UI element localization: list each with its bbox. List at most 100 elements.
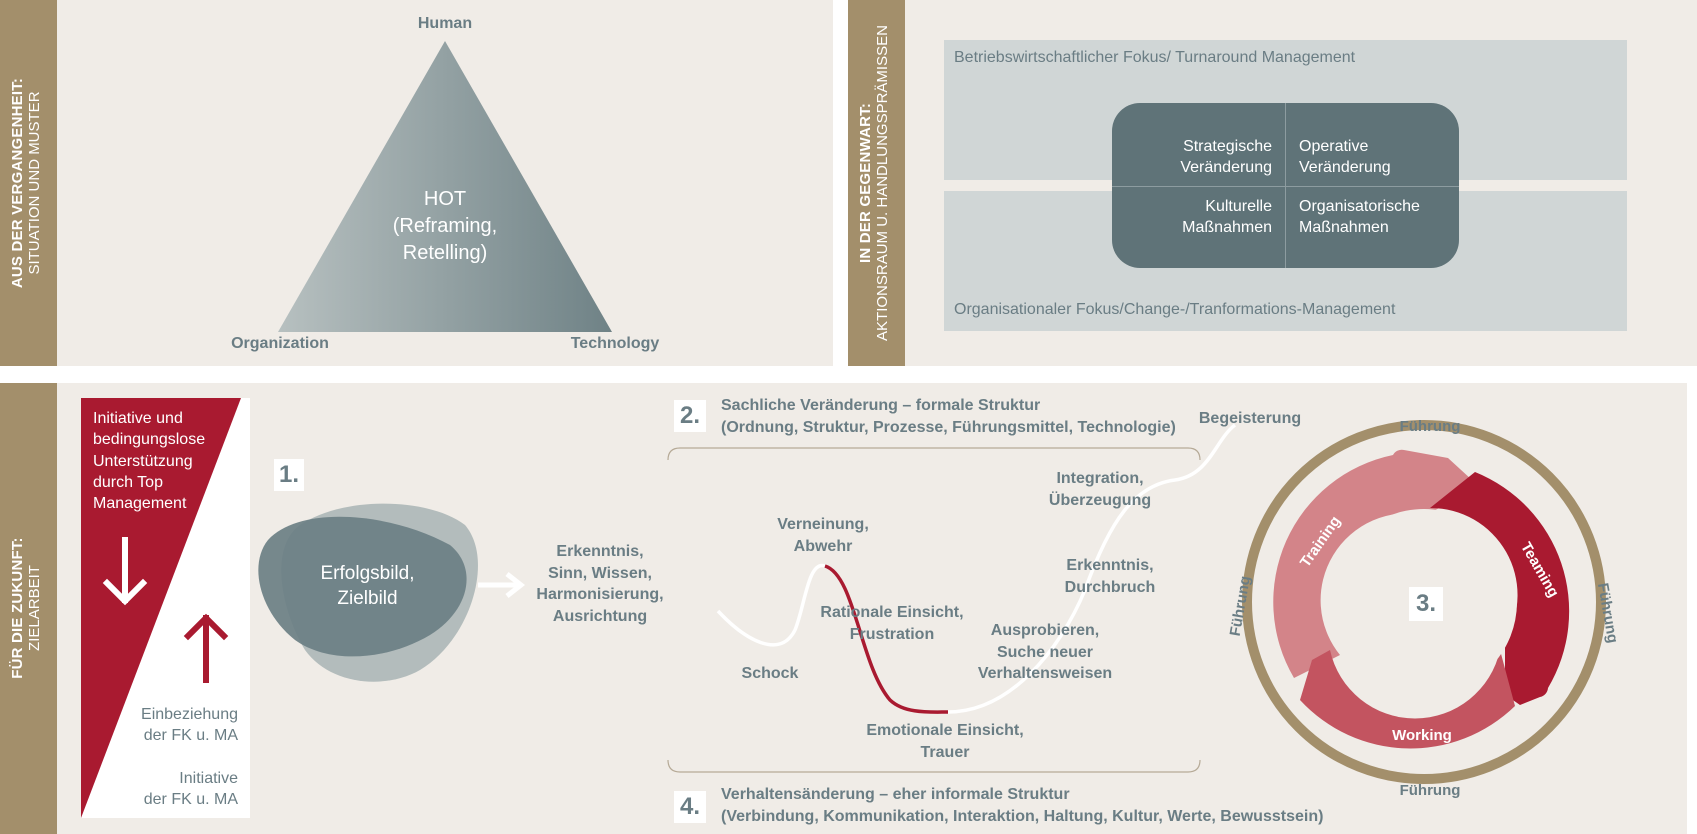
quadrant-top-left: Strategische Veränderung — [1122, 137, 1272, 179]
segment-working-label: Working — [1392, 727, 1452, 744]
arrow-down-icon — [102, 537, 148, 606]
integration-line-2: Überzeugung — [1048, 491, 1152, 509]
triangle-center-line-1: HOT — [423, 188, 467, 210]
curve-white-start — [716, 563, 826, 647]
result-line-4: Ausrichtung — [552, 607, 648, 625]
quadrant-bottom-right: Organisatorische Maßnahmen — [1299, 197, 1454, 239]
step-3-number: 3. — [1409, 587, 1443, 621]
initiative-line-1: Initiative — [179, 770, 238, 787]
curve-white-rise — [947, 423, 1237, 714]
quadrant-tl-line-1: Strategische — [1183, 138, 1272, 155]
top-management-text: Initiative und bedingungslose Unterstütz… — [93, 408, 205, 514]
label-integration: Integration, Überzeugung — [1030, 468, 1170, 511]
red-text-line-5: Management — [93, 495, 187, 513]
ausprobieren-line-1: Ausprobieren, — [990, 622, 1100, 639]
label-schock: Schock — [741, 665, 799, 682]
emotional-line-1: Emotionale Einsicht, — [866, 722, 1024, 739]
rational-line-2: Frustration — [849, 625, 935, 643]
initiative-line-2: der FK u. MA — [143, 791, 238, 809]
quadrant-divider-v — [1285, 103, 1286, 268]
red-text-line-1: Initiative und — [93, 410, 183, 427]
quadrant-top-right: Operative Veränderung — [1299, 137, 1449, 179]
emotional-line-2: Trauer — [920, 743, 970, 761]
involvement-text: Einbeziehung der FK u. MA — [110, 704, 238, 747]
vision-blob-text: Erfolgsbild, Zielbild — [300, 562, 435, 611]
engagement-red-triangle — [81, 398, 241, 818]
triangle-right-label: Technology — [570, 335, 660, 352]
step-2-subtitle: (Ordnung, Struktur, Prozesse, Führungsmi… — [721, 418, 1176, 436]
label-ausprobieren: Ausprobieren, Suche neuer Verhaltensweis… — [965, 620, 1125, 685]
quadrant-br-line-2: Maßnahmen — [1299, 218, 1389, 236]
label-begeisterung: Begeisterung — [1198, 410, 1302, 427]
quadrant-br-line-1: Organisatorische — [1299, 198, 1420, 215]
quadrant-bl-line-1: Kulturelle — [1205, 198, 1272, 215]
curve-bracket-bottom — [667, 759, 1201, 773]
involvement-line-1: Einbeziehung — [141, 706, 238, 723]
label-erkenntnis: Erkenntnis, Durchbruch — [1040, 555, 1180, 598]
step-4-title: Verhaltensänderung – eher informale Stru… — [721, 786, 1070, 803]
curve-red-valley — [824, 564, 949, 714]
ring-label-top: Führung — [1399, 418, 1461, 435]
leadership-outer-ring — [1242, 420, 1606, 784]
hot-triangle — [278, 41, 612, 332]
triangle-center-line-2: (Reframing, — [392, 215, 498, 237]
past-band — [0, 0, 57, 366]
red-text-line-3: Unterstützung — [93, 452, 193, 470]
triangle-top-label: Human — [417, 15, 473, 32]
arrow-right-icon — [478, 572, 526, 598]
step-2-title: Sachliche Veränderung – formale Struktur — [721, 397, 1041, 414]
rational-line-1: Rationale Einsicht, — [820, 604, 964, 621]
step-2-heading: Sachliche Veränderung – formale Struktur… — [721, 395, 1176, 438]
segment-teaming — [1430, 472, 1570, 705]
segment-working — [1300, 650, 1515, 749]
step-2-number: 2. — [674, 400, 706, 432]
triangle-center-text: HOT (Reframing, Retelling) — [365, 186, 525, 267]
focus-bar-top-label: Betriebswirtschaftlicher Fokus/ Turnarou… — [954, 49, 1356, 66]
red-text-line-2: bedingungslose — [93, 431, 206, 449]
vision-blob-front — [258, 516, 467, 657]
step-1-number: 1. — [274, 459, 304, 491]
erkenntnis-line-1: Erkenntnis, — [1066, 557, 1154, 574]
present-band — [848, 0, 905, 366]
result-line-3: Harmonisierung, — [536, 586, 664, 604]
label-verneinung: Verneinung, Abwehr — [753, 514, 893, 557]
involvement-line-2: der FK u. MA — [143, 727, 238, 745]
initiative-text: Initiative der FK u. MA — [110, 768, 238, 811]
quadrant-tr-line-2: Veränderung — [1299, 158, 1391, 176]
label-emotional: Emotionale Einsicht, Trauer — [855, 720, 1035, 763]
arrow-up-icon — [183, 613, 229, 683]
vision-line-2: Zielbild — [337, 587, 398, 609]
quadrant-bottom-left: Kulturelle Maßnahmen — [1122, 197, 1272, 239]
quadrant-box: Strategische Veränderung Operative Verän… — [1112, 103, 1459, 268]
step-4-subtitle: (Verbindung, Kommunikation, Interaktion,… — [721, 807, 1324, 825]
focus-bar-bottom-label: Organisationaler Fokus/Change-/Tranforma… — [954, 301, 1396, 318]
verneinung-line-1: Verneinung, — [777, 516, 869, 533]
future-band — [0, 383, 57, 834]
quadrant-bl-line-2: Maßnahmen — [1182, 218, 1272, 236]
vision-result-text: Erkenntnis, Sinn, Wissen, Harmonisierung… — [525, 541, 675, 627]
erkenntnis-line-2: Durchbruch — [1064, 578, 1156, 596]
segment-training — [1273, 449, 1474, 678]
step-4-heading: Verhaltensänderung – eher informale Stru… — [721, 784, 1323, 827]
verneinung-line-2: Abwehr — [793, 537, 853, 555]
quadrant-divider-h — [1112, 186, 1459, 187]
step-4-number: 4. — [674, 791, 706, 823]
result-line-1: Erkenntnis, — [556, 543, 644, 560]
triangle-shape — [278, 41, 612, 332]
result-line-2: Sinn, Wissen, — [548, 564, 652, 582]
ausprobieren-line-3: Verhaltensweisen — [977, 665, 1113, 683]
vision-line-1: Erfolgsbild, — [320, 563, 415, 584]
ausprobieren-line-2: Suche neuer — [996, 643, 1094, 661]
quadrant-tl-line-2: Veränderung — [1180, 158, 1272, 176]
red-text-line-4: durch Top — [93, 473, 163, 491]
ring-label-bottom: Führung — [1399, 782, 1461, 799]
triangle-center-line-3: Retelling) — [402, 242, 488, 264]
quadrant-tr-line-1: Operative — [1299, 138, 1369, 155]
triangle-left-label: Organization — [231, 335, 329, 352]
label-rational: Rationale Einsicht, Frustration — [812, 602, 972, 645]
integration-line-1: Integration, — [1056, 470, 1144, 487]
curve-bracket-top — [667, 447, 1201, 461]
